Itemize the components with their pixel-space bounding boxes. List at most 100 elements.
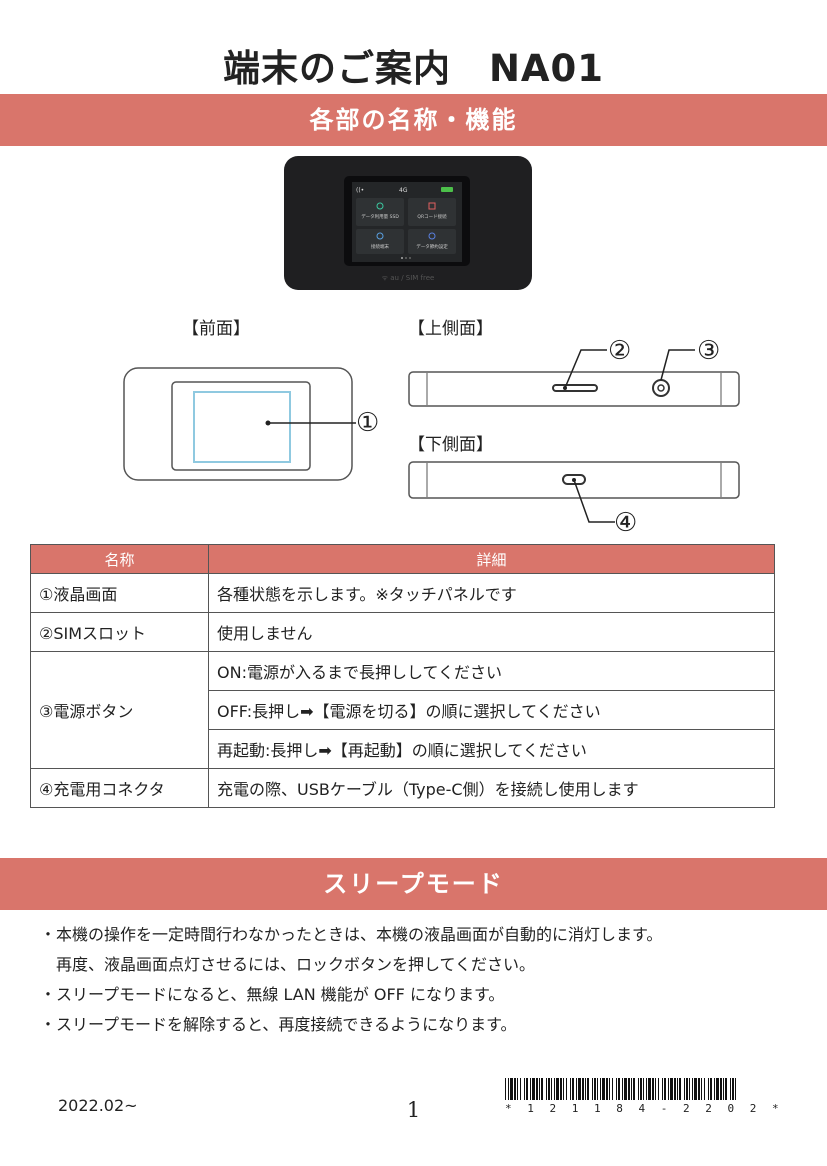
barcode-bar bbox=[585, 1078, 586, 1100]
part-name: ①液晶画面 bbox=[30, 573, 209, 613]
barcode-bar bbox=[720, 1078, 722, 1100]
barcode-bar bbox=[556, 1078, 559, 1100]
barcode-bar bbox=[532, 1078, 535, 1100]
parts-table: 名称 詳細 ①液晶画面 各種状態を示します。※タッチパネルです ②SIMスロット… bbox=[30, 544, 775, 808]
section-heading-sleep: スリープモード bbox=[0, 858, 827, 910]
tile-4-label: データ節約設定 bbox=[416, 243, 448, 250]
barcode-bar bbox=[548, 1078, 550, 1100]
device-brand-text: ᯤ au / SIM free bbox=[382, 274, 435, 282]
table-row: ③電源ボタン ON:電源が入るまで長押ししてください bbox=[30, 651, 775, 769]
table-header-detail: 詳細 bbox=[208, 544, 775, 574]
barcode-bar bbox=[587, 1078, 589, 1100]
barcode-bar bbox=[692, 1078, 693, 1100]
barcode-text: * 1 2 1 1 8 4 - 2 2 0 2 * bbox=[505, 1102, 784, 1115]
barcode-bar bbox=[576, 1078, 577, 1100]
barcode-bar bbox=[714, 1078, 715, 1100]
barcode-bar bbox=[679, 1078, 681, 1100]
barcode-bar bbox=[689, 1078, 690, 1100]
barcode-bar bbox=[582, 1078, 584, 1100]
tile-2-label: QRコード接続 bbox=[417, 213, 447, 220]
barcode-bar bbox=[563, 1078, 564, 1100]
table-header-row: 名称 詳細 bbox=[30, 544, 775, 574]
device-photo-graphic: ((• 4G データ利用量 SSD QRコード接続 接続端末 データ節約設定 ᯤ… bbox=[284, 156, 532, 290]
barcode-bar bbox=[618, 1078, 620, 1100]
bullet-line: ・本機の操作を一定時間行わなかったときは、本機の液晶画面が自動的に消灯します。 bbox=[40, 925, 663, 944]
barcode-bar bbox=[566, 1078, 567, 1100]
part-detail: ON:電源が入るまで長押ししてください bbox=[208, 651, 775, 691]
barcode-bar bbox=[662, 1078, 663, 1100]
barcode-bar bbox=[677, 1078, 678, 1100]
page-title: 端末のご案内 NA01 bbox=[222, 47, 605, 90]
barcode-bar bbox=[616, 1078, 617, 1100]
barcode-bar bbox=[612, 1078, 613, 1100]
callout-3: ③ bbox=[697, 336, 721, 366]
barcode-bar bbox=[551, 1078, 552, 1100]
device-photo: ((• 4G データ利用量 SSD QRコード接続 接続端末 データ節約設定 ᯤ… bbox=[284, 156, 532, 290]
table-row: 再起動:長押し➡【再起動】の順に選択してください bbox=[31, 729, 775, 769]
barcode-bar bbox=[514, 1078, 516, 1100]
callout-4: ④ bbox=[614, 508, 638, 538]
table-header-name: 名称 bbox=[30, 544, 209, 574]
top-view-diagram bbox=[408, 349, 740, 407]
barcode-bar bbox=[520, 1078, 521, 1100]
barcode-bar bbox=[658, 1078, 659, 1100]
part-detail: 充電の際、USBケーブル（Type-C側）を接続し使用します bbox=[208, 768, 775, 808]
barcode-bar bbox=[701, 1078, 702, 1100]
barcode-bar bbox=[723, 1078, 724, 1100]
part-name: ②SIMスロット bbox=[30, 612, 209, 652]
table-row: ②SIMスロット 使用しません bbox=[30, 612, 775, 652]
front-view-label: 【前面】 bbox=[182, 319, 250, 339]
barcode-bar bbox=[624, 1078, 627, 1100]
callout-1: ① bbox=[356, 408, 380, 438]
barcode-bar bbox=[704, 1078, 705, 1100]
barcode-bar bbox=[524, 1078, 525, 1100]
bullet-line: ・スリープモードを解除すると、再度接続できるようになります。 bbox=[40, 1015, 517, 1034]
barcode-bar bbox=[716, 1078, 719, 1100]
barcode-bar bbox=[698, 1078, 700, 1100]
part-name: ④充電用コネクタ bbox=[30, 768, 209, 808]
barcode-bar bbox=[725, 1078, 727, 1100]
footer-date: 2022.02~ bbox=[58, 1096, 138, 1115]
barcode-bar bbox=[505, 1078, 506, 1100]
barcode-bar bbox=[735, 1078, 736, 1100]
bottom-view-label: 【下側面】 bbox=[408, 435, 493, 455]
barcode-bar bbox=[633, 1078, 635, 1100]
barcode-bar bbox=[710, 1078, 712, 1100]
barcode-bar bbox=[732, 1078, 734, 1100]
barcode-bar bbox=[628, 1078, 630, 1100]
part-detail: 各種状態を示します。※タッチパネルです bbox=[208, 573, 775, 613]
barcode-bar bbox=[664, 1078, 666, 1100]
barcode-bar bbox=[578, 1078, 581, 1100]
barcode-bar bbox=[622, 1078, 623, 1100]
barcode-bar bbox=[648, 1078, 651, 1100]
barcode-bar bbox=[686, 1078, 688, 1100]
part-detail: 使用しません bbox=[208, 612, 775, 652]
tile-1-label: データ利用量 SSD bbox=[361, 213, 399, 220]
table-row: ①液晶画面 各種状態を示します。※タッチパネルです bbox=[30, 573, 775, 613]
barcode-bar bbox=[508, 1078, 509, 1100]
barcode-bar bbox=[646, 1078, 647, 1100]
barcode-bar bbox=[539, 1078, 540, 1100]
barcode-bar bbox=[655, 1078, 656, 1100]
barcode-bar bbox=[631, 1078, 632, 1100]
barcode-bar bbox=[606, 1078, 608, 1100]
bullet-line: 再度、液晶画面点灯させるには、ロックボタンを押してください。 bbox=[40, 955, 536, 974]
barcode-bar bbox=[684, 1078, 685, 1100]
part-name: ③電源ボタン bbox=[30, 651, 209, 769]
barcode-bar bbox=[609, 1078, 610, 1100]
page-number: 1 bbox=[406, 1098, 421, 1122]
table-row: ④充電用コネクタ 充電の際、USBケーブル（Type-C側）を接続し使用します bbox=[30, 768, 775, 808]
barcode-bar bbox=[668, 1078, 669, 1100]
part-detail: 再起動:長押し➡【再起動】の順に選択してください bbox=[208, 729, 775, 769]
barcode-bar bbox=[517, 1078, 518, 1100]
tile-3-label: 接続端末 bbox=[371, 243, 389, 250]
barcode-bar bbox=[652, 1078, 654, 1100]
barcode-bar bbox=[694, 1078, 697, 1100]
barcode-bar bbox=[530, 1078, 531, 1100]
barcode-bar bbox=[510, 1078, 513, 1100]
barcode-bar bbox=[526, 1078, 528, 1100]
barcode-bar bbox=[541, 1078, 543, 1100]
barcode-bar bbox=[536, 1078, 538, 1100]
barcode-bar bbox=[643, 1078, 644, 1100]
barcode-bar bbox=[560, 1078, 562, 1100]
